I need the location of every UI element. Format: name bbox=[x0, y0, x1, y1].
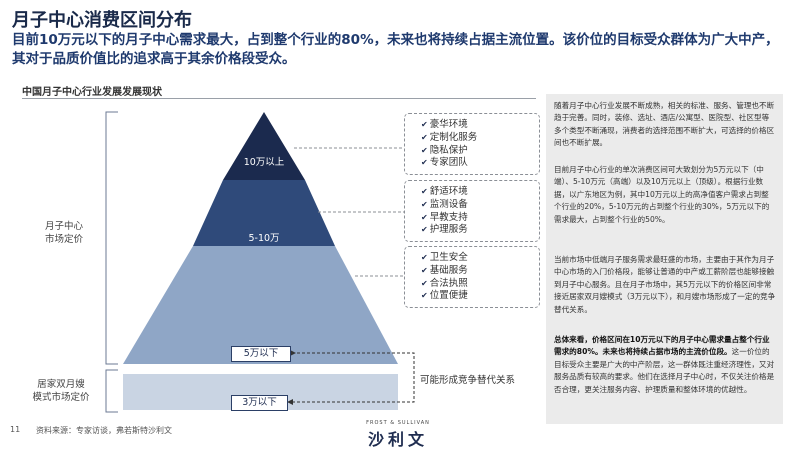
brand-logo: FROST & SULLIVAN 沙利文 bbox=[348, 420, 448, 450]
feature-box-middle: 舒适环境 监测设备 早教支持 护理服务 bbox=[404, 180, 540, 242]
feature-item: 早教支持 bbox=[421, 212, 539, 225]
feature-item: 专家团队 bbox=[421, 157, 539, 170]
feature-item: 隐私保护 bbox=[421, 145, 539, 158]
feature-box-top: 豪华环境 定制化服务 隐私保护 专家团队 bbox=[404, 113, 540, 175]
page-title: 月子中心消费区间分布 bbox=[12, 10, 192, 31]
home-tier-tag: 3万以下 bbox=[231, 395, 288, 411]
arrow-head-top bbox=[290, 350, 296, 356]
competition-arrow-line bbox=[290, 352, 415, 403]
source-note: 资料来源：专家访谈，弗若斯特沙利文 bbox=[36, 426, 172, 435]
market-bracket bbox=[105, 111, 118, 365]
feature-item: 卫生安全 bbox=[421, 252, 539, 265]
feature-item: 定制化服务 bbox=[421, 132, 539, 145]
tier-bottom-tag: 5万以下 bbox=[231, 346, 291, 362]
feature-item: 豪华环境 bbox=[421, 119, 539, 132]
feature-list-bottom: 卫生安全 基础服务 合法执照 位置便捷 bbox=[405, 247, 539, 303]
brand-english: FROST & SULLIVAN bbox=[366, 420, 430, 426]
feature-item: 护理服务 bbox=[421, 224, 539, 237]
arrow-head-bottom bbox=[287, 399, 293, 405]
analysis-emphasis: 总体来看，价格区间在10万元以下的月子中心需求量占整个行业需求的80%。未来也将… bbox=[554, 335, 770, 357]
pyramid-tier-bottom bbox=[123, 246, 398, 364]
analysis-detail: 这一价位的目标受众主要是广大的中产阶层，这一群体既注重经济理性，又对服务品质有较… bbox=[554, 347, 775, 394]
tier-middle-label: 5-10万 bbox=[248, 233, 280, 244]
analysis-panel: 随着月子中心行业发展不断成熟，相关的标准、服务、管理也不断趋于完善。同时，装修、… bbox=[546, 94, 783, 424]
analysis-paragraph-4: 总体来看，价格区间在10万元以下的月子中心需求量占整个行业需求的80%。未来也将… bbox=[554, 334, 776, 396]
section-divider bbox=[22, 98, 536, 99]
feature-box-bottom: 卫生安全 基础服务 合法执照 位置便捷 bbox=[404, 246, 540, 308]
feature-item: 基础服务 bbox=[421, 265, 539, 278]
analysis-paragraph-3: 当前市场中低端月子服务需求最旺盛的市场，主要由于其作为月子中心市场的入门价格段，… bbox=[554, 255, 776, 314]
analysis-paragraph-1: 随着月子中心行业发展不断成熟，相关的标准、服务、管理也不断趋于完善。同时，装修、… bbox=[554, 101, 775, 148]
analysis-paragraph-2: 目前月子中心行业的单次消费区间可大致划分为5万元以下（中端）、5-10万元（高端… bbox=[554, 165, 770, 224]
page-subtitle: 目前10万元以下的月子中心需求最大，占到整个行业的80%，未来也将持续占据主流位… bbox=[12, 32, 779, 67]
page-number: 11 bbox=[10, 425, 21, 434]
feature-item: 位置便捷 bbox=[421, 290, 539, 303]
brand-chinese: 沙利文 bbox=[367, 430, 428, 449]
feature-item: 合法执照 bbox=[421, 278, 539, 291]
market-pricing-label: 月子中心 市场定价 bbox=[44, 221, 83, 245]
feature-item: 舒适环境 bbox=[421, 186, 539, 199]
feature-item: 监测设备 bbox=[421, 199, 539, 212]
pyramid-tier-middle bbox=[193, 180, 335, 246]
feature-list-top: 豪华环境 定制化服务 隐私保护 专家团队 bbox=[405, 114, 539, 170]
home-pricing-label: 居家双月嫂 模式市场定价 bbox=[32, 379, 90, 403]
feature-list-middle: 舒适环境 监测设备 早教支持 护理服务 bbox=[405, 181, 539, 237]
tier-top-label: 10万以上 bbox=[243, 157, 285, 168]
section-title: 中国月子中心行业发展发展现状 bbox=[22, 87, 162, 98]
home-bracket bbox=[105, 369, 118, 413]
competition-note: 可能形成竞争替代关系 bbox=[420, 375, 516, 386]
pyramid-tier-top bbox=[223, 112, 305, 180]
